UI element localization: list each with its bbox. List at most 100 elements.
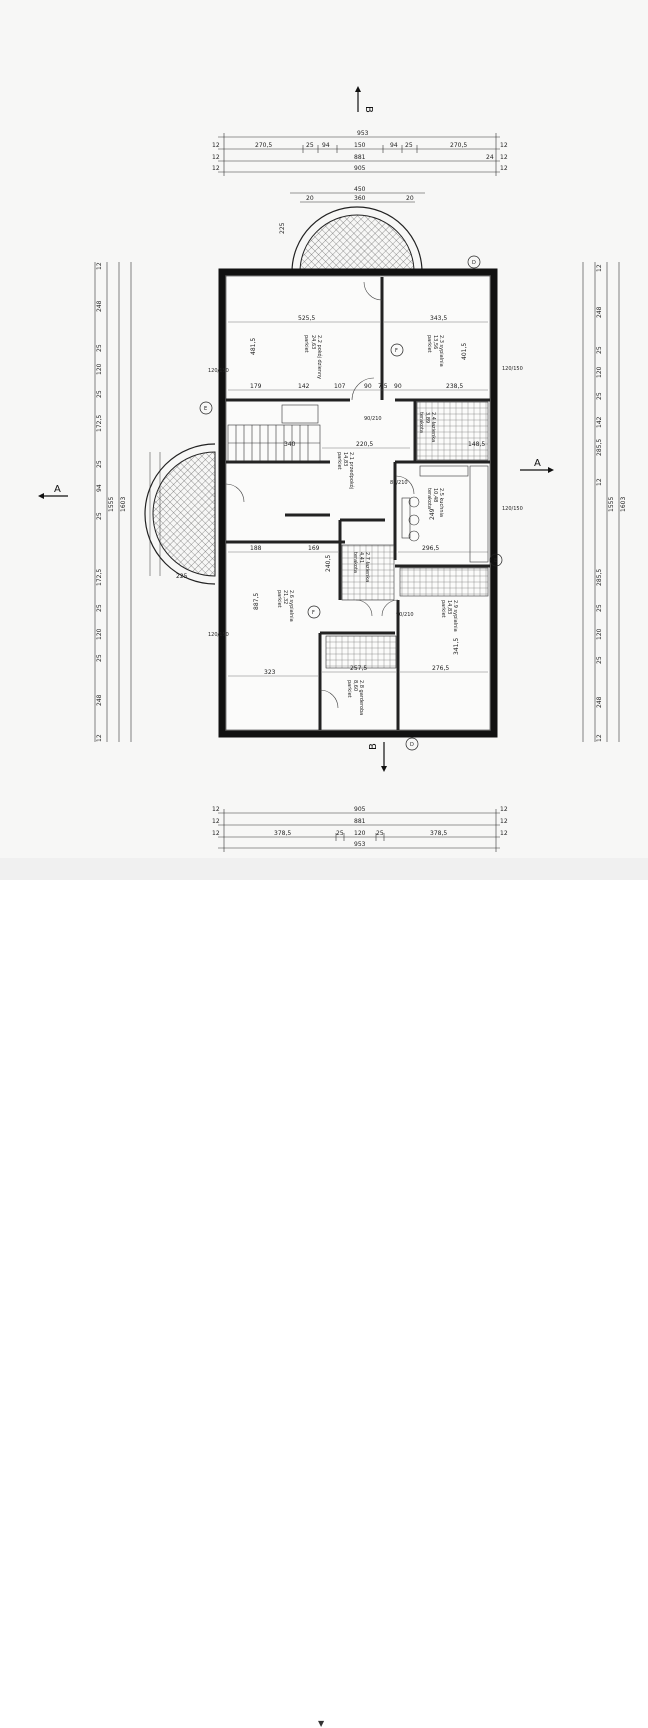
room-2-5-name: 2.5 kuchnia: [438, 488, 444, 517]
right-dim-25a: 25: [596, 346, 603, 354]
left-dim-25a: 25: [96, 344, 103, 352]
left-dim-1555: 1555: [108, 497, 115, 512]
left-dim-12b: 12: [96, 734, 103, 742]
floor-plan-sheet: B 953 12 270,5 25 94 150 94 25 270,5 12 …: [38, 86, 627, 852]
terrace-dim-450: 450: [354, 186, 366, 193]
right-dim-248a: 248: [596, 306, 603, 318]
bottom-dim-953: 953: [354, 841, 366, 848]
terrace-dim-225a: 225: [176, 573, 188, 580]
room-2-3-floor: parkiet: [426, 335, 432, 353]
top-dim-150: 150: [354, 142, 366, 149]
top-dim-24: 24: [486, 154, 494, 161]
staircase: [227, 404, 321, 462]
section-mark-top-label: B: [363, 106, 374, 113]
bottom-dim-25a: 25: [336, 830, 344, 837]
top-dim-881: 881: [354, 154, 366, 161]
right-dim-120b: 120: [596, 628, 603, 640]
dim-220: 220,5: [356, 441, 373, 448]
dim-107: 107: [334, 383, 346, 390]
dim-148: 148,5: [468, 441, 485, 448]
room-2-4-floor: terakota: [418, 412, 424, 433]
bottom-dim-881: 881: [354, 818, 366, 825]
dim-7-5: 7,5: [378, 383, 388, 390]
room-2-1-floor: parkiet: [336, 452, 342, 470]
section-mark-top: B: [355, 86, 374, 113]
right-dim-248b: 248: [596, 696, 603, 708]
left-dim-25d: 25: [96, 512, 103, 520]
left-dim-12a: 12: [96, 262, 103, 270]
dim-240: 240,5: [325, 555, 332, 572]
bottom-dimension-lines: [218, 809, 500, 852]
viewer-bottom-bar: ▼: [0, 858, 648, 1728]
left-dim-25e: 25: [96, 604, 103, 612]
dim-169: 169: [308, 545, 320, 552]
top-dim-25a: 25: [306, 142, 314, 149]
right-dim-12a: 12: [596, 264, 603, 272]
room-2-6-name: 2.6 sypialnia: [288, 590, 294, 622]
top-dim-12c: 12: [212, 154, 220, 161]
left-dim-1603: 1603: [120, 497, 127, 512]
tag-e-2: E: [494, 558, 497, 564]
window-label-2: 120/150: [502, 366, 523, 372]
section-mark-left: A: [38, 484, 68, 499]
tag-d-top: D: [472, 260, 476, 266]
tag-f-1: F: [395, 348, 398, 354]
room-2-1-area: 14,83: [342, 452, 348, 466]
top-dim-total: 953: [357, 130, 369, 137]
bottom-dim-25b: 25: [376, 830, 384, 837]
room-2-5-floor: terakota: [426, 488, 432, 509]
room-2-6-area: 21,32: [282, 590, 288, 604]
room-2-8-area: 8,60: [352, 680, 358, 691]
top-dim-94b: 94: [390, 142, 398, 149]
dim-887: 887,5: [253, 593, 260, 610]
room-2-4-name: 2.4 łazienka: [430, 412, 436, 442]
dim-142: 142: [298, 383, 310, 390]
dim-323: 323: [264, 669, 276, 676]
terrace-dim-225b: 225: [279, 222, 286, 234]
top-dim-12d: 12: [500, 154, 508, 161]
window-label-3: 120/150: [502, 506, 523, 512]
right-dim-1555: 1555: [608, 497, 615, 512]
top-dim-12a: 12: [212, 142, 220, 149]
room-2-7-name: 2.7 łazienka: [364, 552, 370, 582]
interior-dimension-lines: [228, 321, 488, 677]
right-dim-25b: 25: [596, 392, 603, 400]
section-mark-right-label: A: [534, 458, 541, 469]
left-dim-248b: 248: [96, 694, 103, 706]
left-dimension-lines: [94, 262, 132, 742]
bottom-dim-12d: 12: [500, 818, 508, 825]
room-2-4-area: 3,89: [424, 412, 430, 423]
dim-257: 257,5: [350, 665, 367, 672]
interior-walls: [226, 277, 490, 730]
door-label-1: 90/210: [364, 416, 382, 422]
left-dim-25b: 25: [96, 390, 103, 398]
bottom-dim-12a: 12: [212, 806, 220, 813]
bottom-dim-12f: 12: [500, 830, 508, 837]
section-mark-right: A: [520, 458, 554, 473]
room-2-7-floor: terakota: [352, 552, 358, 573]
room-2-5-area: 10,48: [432, 488, 438, 502]
terrace-dim-20a: 20: [306, 195, 314, 202]
terrace-dim-20b: 20: [406, 195, 414, 202]
left-dim-25c: 25: [96, 460, 103, 468]
left-dim-94a: 94: [96, 484, 103, 492]
room-2-8-name: 2.8 garderoba: [358, 680, 364, 715]
room-2-2-name: 2.2 pokój dzienny: [316, 335, 323, 379]
dim-90b: 90: [394, 383, 402, 390]
dim-340: 340: [284, 441, 296, 448]
scroll-down-icon[interactable]: ▼: [318, 1719, 325, 1728]
top-dim-270b: 270,5: [450, 142, 467, 149]
top-dim-12f: 12: [500, 165, 508, 172]
window-label-1: 120/150: [208, 368, 229, 374]
top-dim-25b: 25: [405, 142, 413, 149]
top-dim-270a: 270,5: [255, 142, 272, 149]
section-mark-bottom: B: [368, 742, 387, 772]
bottom-dim-120: 120: [354, 830, 366, 837]
right-dim-12m: 12: [596, 478, 603, 486]
dim-343: 343,5: [430, 315, 447, 322]
dim-341: 341,5: [453, 638, 460, 655]
bottom-dim-12b: 12: [500, 806, 508, 813]
right-dim-25c: 25: [596, 604, 603, 612]
right-dim-12b: 12: [596, 734, 603, 742]
tag-d-bottom: D: [410, 742, 414, 748]
